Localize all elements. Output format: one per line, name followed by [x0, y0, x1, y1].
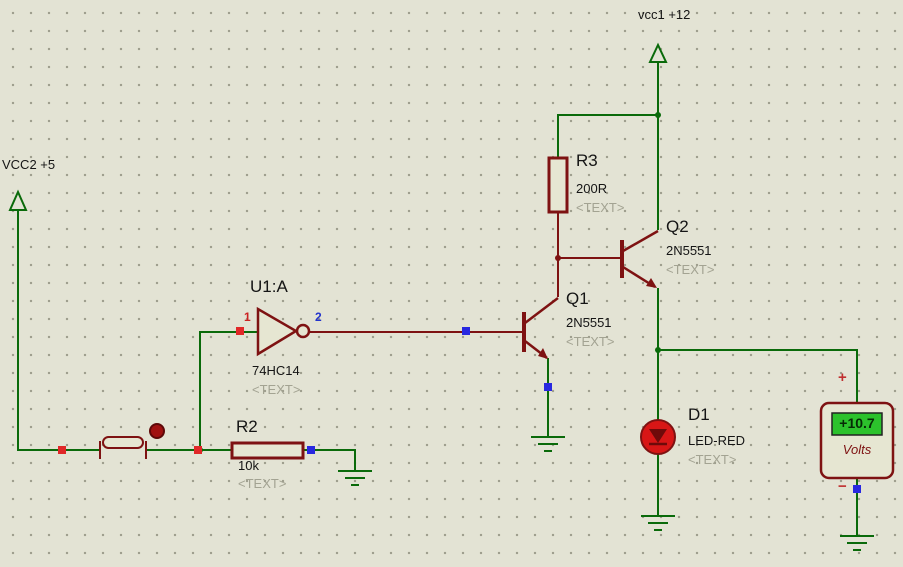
power-symbol-vcc2[interactable]: [8, 189, 28, 211]
diode-triangle-icon: [649, 429, 667, 443]
logic-state-low-marker: [544, 383, 552, 391]
r2-annotation: <TEXT>: [238, 476, 287, 491]
d1-value: LED-RED: [688, 433, 746, 448]
q2-annotation: <TEXT>: [666, 262, 715, 277]
voltmeter-reading: +10.7: [839, 415, 875, 431]
q2-value: 2N5551: [666, 243, 712, 258]
q2-ref: Q2: [666, 217, 689, 236]
r2-value: 10k: [238, 458, 259, 473]
wire: [17, 210, 100, 451]
logic-state-low-marker: [307, 446, 315, 454]
emitter-arrow-icon: [646, 278, 657, 288]
voltmeter-plus-terminal: +: [838, 369, 847, 386]
d1-ref: D1: [688, 405, 710, 424]
r3-annotation: <TEXT>: [576, 200, 625, 215]
vcc1-label: vcc1 +12: [638, 7, 691, 22]
inverter-triangle: [256, 306, 299, 357]
button-body: [102, 436, 144, 449]
junction-dot: [655, 347, 661, 353]
logic-state-high-marker: [194, 446, 202, 454]
transistor-q1[interactable]: [522, 297, 559, 359]
power-arrow-icon: [8, 189, 28, 211]
transistor-q2[interactable]: [620, 229, 659, 289]
resistor-r2[interactable]: [230, 441, 305, 460]
u1-pin2-number: 2: [315, 310, 322, 324]
u1-ref: U1:A: [250, 277, 288, 296]
resistor-body: [230, 441, 305, 460]
r3-ref: R3: [576, 151, 598, 170]
logic-markers: [58, 327, 861, 493]
inverter-bubble: [295, 323, 311, 339]
logic-state-low-marker: [853, 485, 861, 493]
transistor-collector: [524, 297, 559, 324]
push-button[interactable]: [99, 423, 165, 459]
emitter-arrow-icon: [538, 348, 548, 359]
logic-state-high-marker: [58, 446, 66, 454]
power-symbol-vcc1[interactable]: [648, 42, 668, 63]
junction-dot: [655, 112, 661, 118]
led-d1[interactable]: [640, 419, 676, 455]
ground-symbol[interactable]: [337, 461, 373, 486]
power-arrow-icon: [648, 42, 668, 63]
r3-value: 200R: [576, 181, 608, 196]
ground-symbol[interactable]: [839, 526, 875, 551]
junction-dot: [555, 255, 561, 261]
voltmeter-display: [831, 412, 883, 436]
resistor-r3[interactable]: [547, 156, 569, 214]
button-actuator-icon[interactable]: [149, 423, 165, 439]
u1-value: 74HC14: [252, 363, 300, 378]
u1-annotation: <TEXT>: [252, 382, 301, 397]
voltmeter-minus-terminal: −: [838, 478, 847, 495]
resistor-body: [547, 156, 569, 214]
wire: [557, 62, 659, 158]
logic-state-low-marker: [462, 327, 470, 335]
wire: [658, 349, 858, 404]
q1-ref: Q1: [566, 289, 589, 308]
r2-ref: R2: [236, 417, 258, 436]
wire: [303, 449, 356, 462]
inverter-u1a[interactable]: [256, 306, 311, 357]
voltmeter[interactable]: [819, 401, 895, 480]
ground-symbol[interactable]: [530, 427, 566, 452]
vcc2-label: VCC2 +5: [2, 157, 56, 172]
q1-value: 2N5551: [566, 315, 612, 330]
transistor-collector: [622, 229, 659, 253]
u1-pin1-number: 1: [244, 310, 251, 324]
d1-annotation: <TEXT>: [688, 452, 737, 467]
logic-state-high-marker: [236, 327, 244, 335]
voltmeter-unit-label: Volts: [842, 442, 872, 457]
q1-annotation: <TEXT>: [566, 334, 615, 349]
ground-symbol[interactable]: [640, 506, 676, 531]
